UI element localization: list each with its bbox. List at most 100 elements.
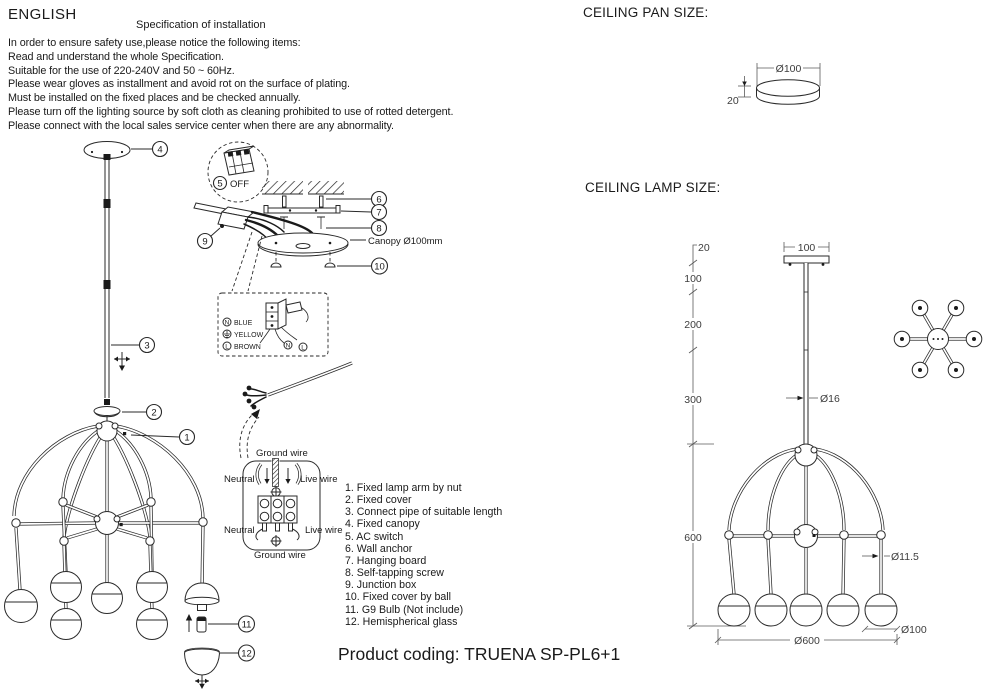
ball-diameter-dim: Ø100	[901, 624, 927, 636]
ceiling-hatch	[262, 181, 344, 195]
insert-arrow-icon	[185, 614, 193, 632]
ground-wire-bottom-label: Ground wire	[254, 550, 306, 561]
callout-8-number: 8	[376, 224, 381, 235]
live-brown-row: L BROWN	[222, 341, 261, 351]
instruction-line: Please turn off the lighting source by s…	[8, 105, 454, 118]
neutral-bottom-label: Neutral	[224, 525, 255, 536]
ground-wire-top-label: Ground wire	[256, 448, 308, 459]
canopy-drawing	[83, 141, 152, 160]
lamp-rod: Ø16	[786, 263, 840, 445]
canopy-size-label: Canopy Ø100mm	[368, 236, 443, 247]
terminal-block	[255, 495, 300, 541]
callout-3: 3	[138, 336, 156, 354]
callout-2-number: 2	[151, 408, 156, 419]
instruction-line: Must be installed on the fixed places an…	[8, 92, 301, 105]
arm-diameter-dim-lines: Ø11.5	[862, 551, 919, 563]
callout-4-number: 4	[157, 145, 162, 156]
dim-200: 200	[684, 319, 702, 331]
total-diameter-dim: Ø600	[794, 635, 820, 647]
callout-11-number: 11	[242, 620, 252, 631]
part-item: 1. Fixed lamp arm by nut	[345, 482, 462, 494]
total-diameter-dim-lines: Ø600	[714, 629, 901, 647]
pan-height-dim: 20	[727, 95, 739, 107]
callout-9-number: 9	[202, 237, 207, 248]
part-item: 10. Fixed cover by ball	[345, 591, 451, 604]
instruction-line: Please wear gloves as installment and av…	[8, 78, 350, 91]
dim-100: 100	[684, 273, 702, 285]
part-item: 12. Hemispherical glass	[345, 615, 458, 628]
mounted-canopy: Canopy Ø100mm	[250, 210, 443, 268]
glass-balls	[4, 571, 168, 640]
blue-label: BLUE	[234, 320, 253, 327]
part-item: 9. Junction box	[345, 579, 417, 592]
install-detail: 5 OFF 6 7	[193, 141, 443, 292]
live-bottom-label: Live wire	[305, 525, 343, 536]
callout-3-number: 3	[144, 341, 149, 352]
terminal-l-letter: L	[225, 343, 229, 350]
rod-diameter-dim: Ø16	[820, 393, 840, 405]
part-item: 7. Hanging board	[345, 554, 427, 567]
mini-terminal-drawing: N L	[259, 298, 309, 352]
instruction-line: Please connect with the local sales serv…	[8, 119, 394, 132]
terminal-wiring: Ground wire Neutral Live wire	[224, 448, 343, 561]
callout-6-number: 6	[376, 195, 381, 206]
screw-tighten-icon-bottom	[195, 675, 209, 689]
down-arrows	[264, 468, 291, 484]
callout-1-number: 1	[184, 433, 189, 444]
instruction-line: Read and understand the whole Specificat…	[8, 50, 224, 63]
hanging-board	[263, 205, 372, 214]
callout-12-number: 12	[241, 649, 252, 660]
wire-color-box: N BLUE YELLOW L BROWN	[217, 292, 329, 357]
earth-yellow-row: YELLOW	[222, 329, 264, 339]
arm-diameter-dim: Ø11.5	[891, 551, 919, 563]
language-title: ENGLISH	[8, 6, 77, 23]
wire-n-circle: N	[286, 342, 291, 349]
callout-8: 8	[370, 219, 388, 237]
canopy-width-dim: 100	[798, 242, 816, 254]
callout-5-number: 5	[217, 178, 222, 189]
part-item: 6. Wall anchor	[345, 542, 413, 555]
pan-height-dim-lines	[738, 76, 751, 98]
callout-10-number: 10	[374, 262, 385, 273]
ground-symbol-bottom	[270, 535, 282, 547]
callout-2: 2	[145, 403, 163, 421]
ceiling-pan-section-title: CEILING PAN SIZE:	[583, 5, 709, 20]
parts-list: 1. Fixed lamp arm by nut 2. Fixed cover …	[345, 482, 502, 628]
callout-7-number: 7	[376, 208, 381, 219]
cable-frayed-end	[242, 385, 267, 410]
ball-diameter-dim-lines: Ø100	[861, 624, 927, 636]
part-item: 3. Connect pipe of suitable length	[345, 506, 503, 519]
dashed-arrow	[239, 409, 260, 459]
part-item: 4. Fixed canopy	[345, 518, 420, 531]
ceiling-pan-drawing: Ø100 20	[727, 62, 821, 107]
part-item: 2. Fixed cover	[345, 494, 412, 507]
cable-and-arrow	[239, 361, 353, 459]
screw-tighten-icon	[114, 352, 130, 371]
connect-pipes	[103, 160, 139, 398]
ceiling-lamp-drawing: 20 100 200 300 600 100	[681, 241, 983, 647]
instructions-block: In order to ensure safety use,please not…	[8, 37, 453, 134]
part-item: 8. Self-tapping screw	[345, 567, 444, 580]
yellow-label: YELLOW	[234, 332, 264, 339]
neutral-top-label: Neutral	[224, 474, 255, 485]
callout-9: 9	[196, 232, 214, 250]
callout-7: 7	[370, 203, 388, 221]
callout-11: 11	[237, 615, 256, 633]
instruction-line: In order to ensure safety use,please not…	[8, 37, 301, 49]
g9-bulb-drawing	[196, 616, 238, 633]
pan-diameter-dim: Ø100	[776, 63, 802, 75]
dim-300: 300	[684, 394, 702, 406]
dim-600: 600	[684, 532, 702, 544]
brown-label: BROWN	[234, 344, 261, 351]
spec-title: Specification of installation	[136, 19, 266, 31]
callout-4: 4	[151, 140, 169, 158]
left-exploded-view: 4 3	[4, 140, 256, 689]
terminal-n-letter: N	[225, 319, 230, 326]
neutral-blue-row: N BLUE	[222, 317, 253, 327]
wall-anchors	[282, 195, 371, 208]
instruction-line: Suitable for the use of 220-240V and 50 …	[8, 64, 235, 77]
ceiling-lamp-section-title: CEILING LAMP SIZE:	[585, 180, 721, 195]
ac-switch-drawing: 5 OFF	[207, 141, 269, 203]
